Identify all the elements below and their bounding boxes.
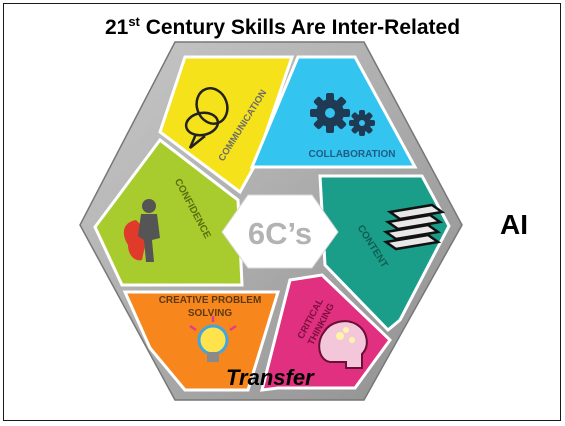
- brain-head-icon: [318, 320, 368, 369]
- side-label-ai: AI: [500, 209, 528, 240]
- center-label: 6C’s: [248, 216, 312, 251]
- gears-icon: [310, 93, 375, 136]
- slide-title: 21st Century Skills Are Inter-Related: [0, 14, 565, 40]
- center-hexagon: [221, 194, 339, 269]
- creative-problem-solving-line-2: SOLVING: [188, 308, 232, 319]
- title-text: Century Skills Are Inter-Related: [139, 16, 461, 39]
- speech-bubbles-icon: [184, 87, 229, 149]
- bottom-label-transfer: Transfer: [226, 365, 314, 390]
- superhero-icon: [123, 199, 160, 262]
- collaboration-label: COLLABORATION: [308, 149, 395, 160]
- title-number: 21: [104, 16, 129, 39]
- books-icon: [382, 203, 446, 251]
- title-superscript: st: [128, 14, 140, 29]
- slide-border: [3, 3, 561, 421]
- creative-problem-solving-line-1: CREATIVE PROBLEM: [159, 295, 262, 306]
- segment-communication: [158, 55, 295, 195]
- lightbulb-icon: [189, 316, 237, 362]
